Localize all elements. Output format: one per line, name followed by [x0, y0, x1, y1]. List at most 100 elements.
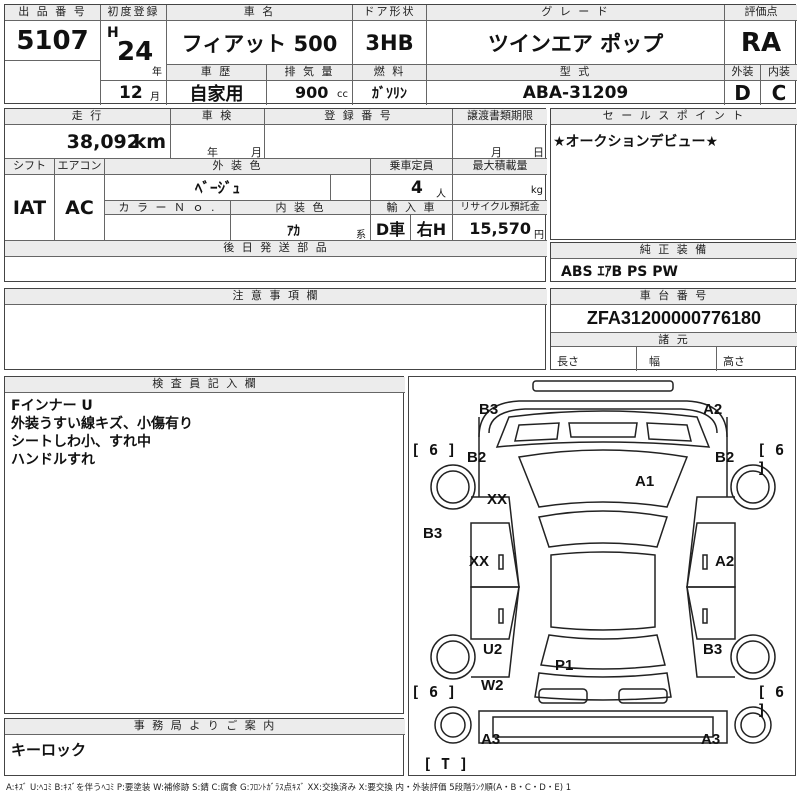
month-value: 12 [119, 83, 143, 103]
damage-p1: P1 [555, 657, 574, 674]
inspector-label: 検 査 員 記 入 欄 [5, 377, 405, 393]
mileage-unit: km [133, 131, 166, 153]
door-label: ドア形状 [353, 5, 427, 21]
import-side: 右H [411, 215, 453, 241]
recycle-unit: 円 [534, 230, 544, 241]
inspector-line: ハンドルすれ [11, 452, 95, 468]
equipment-block: 純 正 装 備 ABS ｴｱB PS PW [550, 242, 797, 282]
inspector-lines: Fインナー U 外装うすい線キズ、小傷有り シートしわ小、すれ中 ハンドルすれ [11, 397, 193, 469]
mileage-label: 走 行 [5, 109, 171, 125]
displacement-unit: cc [337, 89, 348, 100]
equipment-label: 純 正 装 備 [551, 243, 797, 259]
year-value: 24 [117, 37, 154, 67]
seats-cell: 4 人 [371, 175, 453, 201]
office-label: 事 務 局 よ り ご 案 内 [5, 719, 405, 735]
era-letter: H [107, 25, 119, 41]
dims-width: 幅 [637, 347, 717, 371]
tread-rear-left: [ 6 ] [411, 683, 457, 701]
sales-point-label: セ ー ル ス ポ イ ン ト [551, 109, 797, 125]
equipment-text: ABS ｴｱB PS PW [561, 264, 678, 280]
score-label: 評価点 [725, 5, 797, 21]
damage-a3-right: A3 [701, 731, 721, 748]
transfer-month-unit: 月 [491, 146, 502, 159]
regno-cell [265, 125, 453, 159]
interior-unit: 系 [356, 230, 366, 241]
inspection-cell: 年 月 [171, 125, 265, 159]
later-parts-cell [5, 257, 547, 283]
tread-front-left: [ 6 ] [411, 441, 457, 459]
damage-u2: U2 [483, 641, 503, 658]
transfer-cell: 月 日 [453, 125, 547, 159]
dims-length-label: 長さ [557, 355, 579, 368]
first-reg-year: H 24 年 [101, 21, 167, 81]
year-unit: 年 [152, 67, 162, 78]
colorno-cell [105, 215, 231, 241]
damage-w2: W2 [481, 677, 504, 694]
transfer-day-unit: 日 [533, 146, 544, 159]
inspection-label: 車 検 [171, 109, 265, 125]
int-label: 内装 [761, 65, 797, 81]
color-label: 外 装 色 [105, 159, 371, 175]
office-block: 事 務 局 よ り ご 案 内 キーロック [4, 718, 405, 776]
header-block: 出 品 番 号 5107 初度登録 H 24 年 12 月 車 名 フィアット … [4, 4, 797, 105]
ac-value: AC [55, 175, 105, 241]
ext-value: D [725, 81, 761, 105]
color-value: ﾍﾞｰｼﾞｭ [105, 175, 331, 201]
inspector-line: Fインナー U [11, 398, 93, 414]
damage-b3-top: B3 [479, 401, 499, 418]
dims-width-label: 幅 [649, 355, 660, 368]
recycle-cell: 15,570 円 [453, 215, 547, 241]
history-label: 車 歴 [167, 65, 267, 81]
inspector-block: 検 査 員 記 入 欄 Fインナー U 外装うすい線キズ、小傷有り シートしわ小… [4, 376, 405, 714]
door-value: 3HB [353, 21, 427, 65]
lot-label: 出 品 番 号 [5, 5, 101, 21]
damage-b2-right: B2 [715, 449, 735, 466]
interior-value: ｱｶ [287, 224, 300, 239]
ext-label: 外装 [725, 65, 761, 81]
office-text: キーロック [11, 741, 87, 759]
model-label: 車 名 [167, 5, 353, 21]
inspection-month-unit: 月 [251, 146, 262, 159]
damage-b2-left: B2 [467, 449, 487, 466]
displacement-value: 900 [295, 83, 329, 102]
recycle-value: 15,570 [469, 219, 531, 238]
ac-label: エアコン [55, 159, 105, 175]
lot-blank [5, 61, 101, 105]
shift-value: IAT [5, 175, 55, 241]
spec-block: 走 行 38,092 km 車 検 年 月 登 録 番 号 譲渡書類期限 月 日… [4, 108, 547, 283]
grade-value: ツインエア ポップ [427, 21, 725, 65]
mileage-value: 38,092 [66, 131, 140, 153]
type-label: 型 式 [427, 65, 725, 81]
dims-height: 高さ [717, 347, 797, 371]
interior-cell: ｱｶ 系 [231, 215, 371, 241]
first-reg-month: 12 月 [101, 81, 167, 105]
import-d: D車 [371, 215, 411, 241]
fuel-label: 燃 料 [353, 65, 427, 81]
damage-a2-right: A2 [715, 553, 735, 570]
load-cell: kg [453, 175, 547, 201]
seats-unit: 人 [436, 189, 446, 200]
colorno-label: カ ラ ー Ｎ ｏ . [105, 201, 231, 215]
damage-a3-left: A3 [481, 731, 501, 748]
damage-xx-upper: XX [487, 491, 508, 508]
first-reg-label: 初度登録 [101, 5, 167, 21]
chassis-block: 車 台 番 号 ZFA31200000776180 諸 元 長さ 幅 高さ [550, 288, 797, 371]
interior-label: 内 装 色 [231, 201, 371, 215]
displacement-cell: 900 cc [267, 81, 353, 105]
import-label: 輸 入 車 [371, 201, 453, 215]
fuel-value: ｶﾞｿﾘﾝ [353, 81, 427, 105]
tread-front-right: [ 6 ] [757, 441, 785, 477]
later-parts-label: 後 日 発 送 部 品 [5, 241, 547, 257]
damage-a1: A1 [635, 473, 655, 490]
seats-value: 4 [411, 178, 423, 198]
seats-label: 乗車定員 [371, 159, 453, 175]
inspection-year-unit: 年 [207, 146, 218, 159]
transfer-label: 譲渡書類期限 [453, 109, 547, 125]
inspector-line: 外装うすい線キズ、小傷有り [11, 416, 193, 432]
type-value: ABA-31209 [427, 81, 725, 105]
inspector-line: シートしわ小、すれ中 [11, 434, 151, 450]
legend-text: A:ｷｽﾞ U:ﾍｺﾐ B:ｷｽﾞを伴うﾍｺﾐ P:要塗装 W:補修跡 S:錆 … [6, 783, 572, 793]
color-extra [331, 175, 371, 201]
dims-height-label: 高さ [723, 355, 745, 368]
lot-value: 5107 [5, 21, 101, 61]
